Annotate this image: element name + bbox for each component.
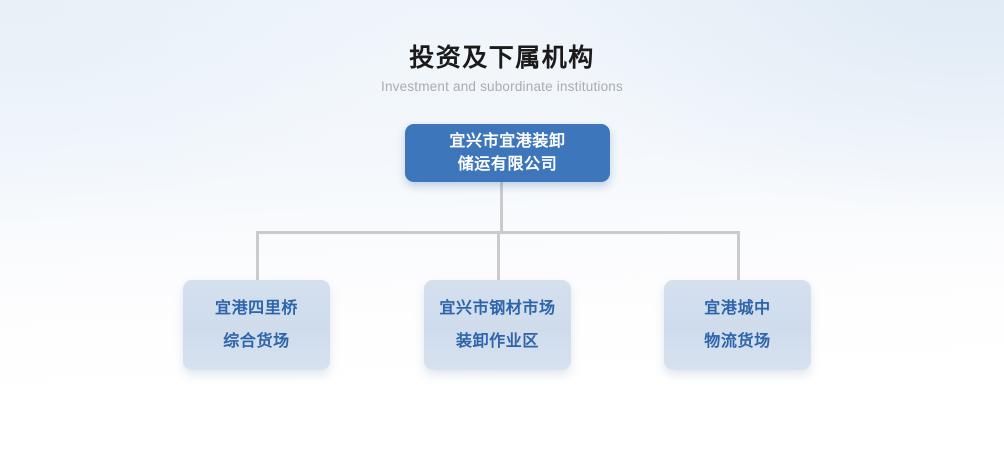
org-node-root-line-1: 宜兴市宜港装卸 <box>449 133 566 150</box>
page-title: 投资及下属机构 <box>409 44 595 72</box>
org-node-root-line-2: 储运有限公司 <box>457 156 558 173</box>
org-node-child-3-line-1: 宜港城中 <box>704 300 771 317</box>
connector-drop-child-2 <box>497 231 500 281</box>
org-node-child-1-line-1: 宜港四里桥 <box>214 300 298 317</box>
org-node-root[interactable]: 宜兴市宜港装卸 储运有限公司 <box>405 124 610 182</box>
org-node-child-1-line-2: 综合货场 <box>223 333 290 350</box>
page-subtitle: Investment and subordinate institutions <box>381 79 623 94</box>
org-node-child-2-line-1: 宜兴市钢材市场 <box>439 300 556 317</box>
connector-root-stem <box>500 182 503 233</box>
page-heading: 投资及下属机构 Investment and subordinate insti… <box>0 42 1004 95</box>
org-node-child-2[interactable]: 宜兴市钢材市场 装卸作业区 <box>424 280 571 370</box>
org-node-child-3-line-2: 物流货场 <box>704 333 771 350</box>
org-node-child-3[interactable]: 宜港城中 物流货场 <box>664 280 811 370</box>
connector-drop-child-3 <box>737 231 740 281</box>
connector-drop-child-1 <box>256 231 259 281</box>
org-node-child-2-line-2: 装卸作业区 <box>455 333 539 350</box>
connector-horizontal-bus <box>256 231 740 234</box>
org-node-child-1[interactable]: 宜港四里桥 综合货场 <box>183 280 330 370</box>
